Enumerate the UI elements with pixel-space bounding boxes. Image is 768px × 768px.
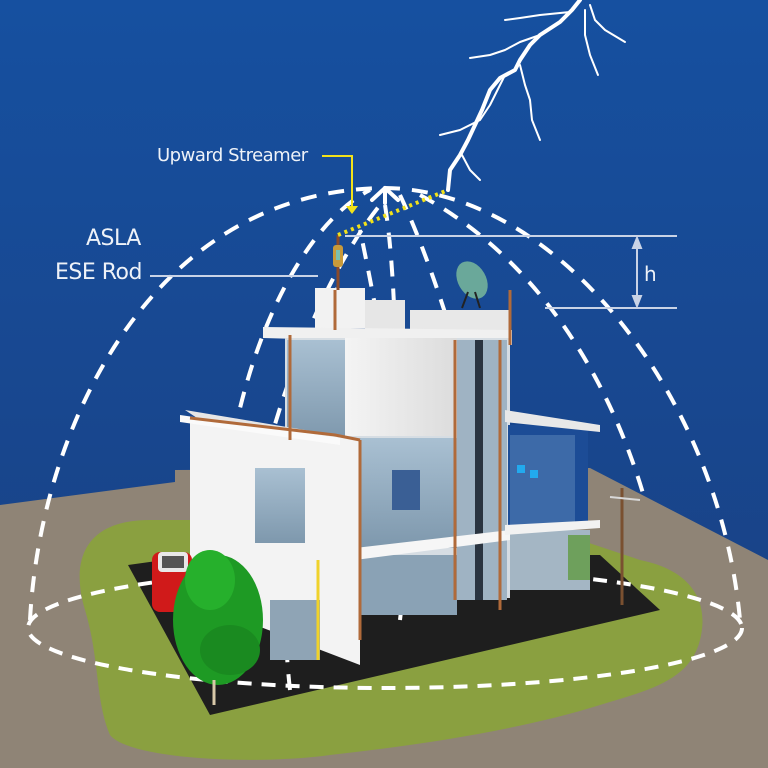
- upward-streamer-arrowhead: [346, 206, 358, 214]
- upward-streamer-pointer: [322, 155, 353, 208]
- asla-label: ASLA: [86, 226, 141, 251]
- utility-pole-icon: [609, 488, 641, 605]
- height-dimension-arrow: [631, 235, 643, 309]
- dome-apex: [370, 186, 400, 205]
- height-label: h: [644, 262, 657, 286]
- ese-rod-icon: [333, 235, 343, 290]
- reference-lines: [150, 235, 677, 309]
- satellite-dish-icon: [456, 261, 488, 309]
- ese-rod-label: ESE Rod: [55, 260, 142, 285]
- upward-streamer-line: [337, 188, 449, 237]
- upward-streamer-label: Upward Streamer: [157, 145, 308, 166]
- lightning-bolt-icon: [439, 0, 626, 192]
- house: [180, 288, 600, 665]
- tree-icon: [173, 550, 263, 705]
